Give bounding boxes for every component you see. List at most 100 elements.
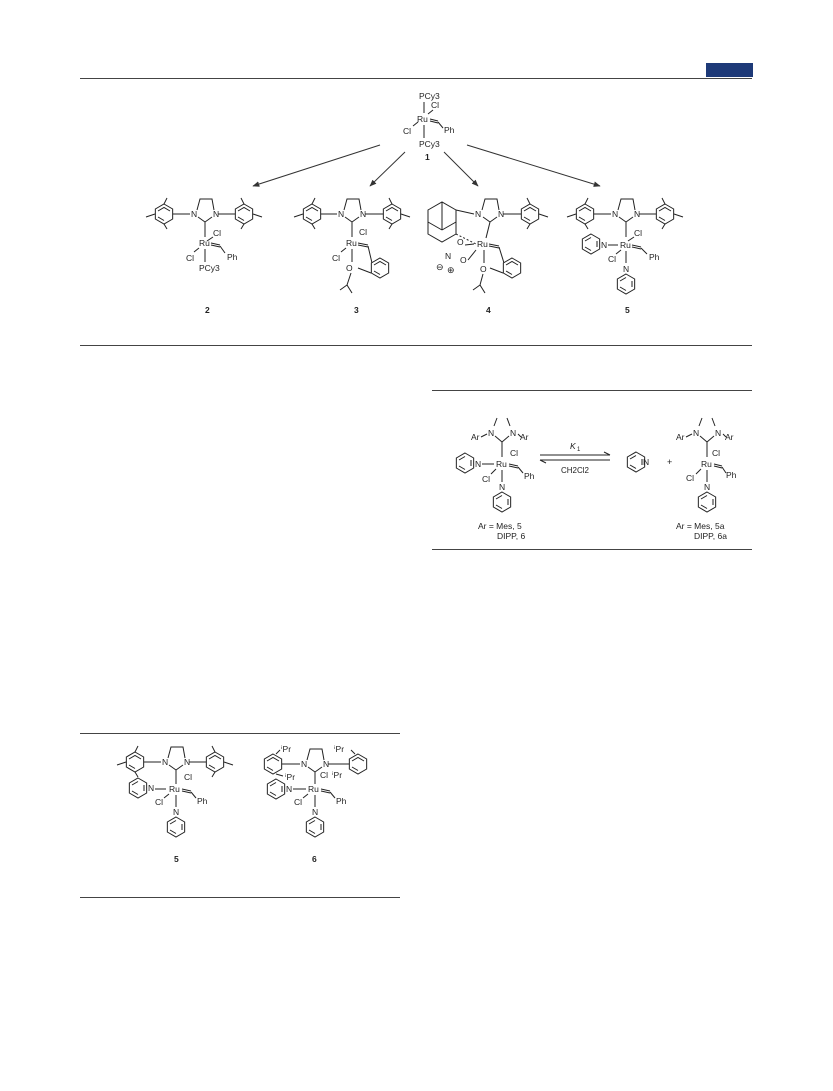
label-n2: N <box>634 209 640 219</box>
label-pcy3: PCy3 <box>199 263 220 273</box>
label-npy: N <box>286 784 292 794</box>
arrow-to-5 <box>466 144 601 187</box>
arrow-to-4 <box>443 151 479 187</box>
label-npy2: N <box>173 807 179 817</box>
label-n1: N <box>338 209 344 219</box>
label-no-n: N <box>445 251 451 261</box>
complex-6: ⁱPr ⁱPr N N ⁱPr Cl ⁱPr N Ru Cl Ph N 6 <box>263 744 368 864</box>
label-cl2: Cl <box>155 797 163 807</box>
complex-3: N N Cl Ru Cl O 3 <box>293 197 411 315</box>
label-npy: N <box>704 482 710 492</box>
label-npy2: N <box>623 264 629 274</box>
label-ipr3: ⁱPr <box>285 772 295 782</box>
label-n1: N <box>475 209 481 219</box>
label-n2: N <box>715 428 721 438</box>
metal-ru: Ru <box>477 239 488 249</box>
label-n1: N <box>301 759 307 769</box>
label-ar1: Ar <box>676 432 685 442</box>
label-plus: + <box>667 457 672 467</box>
label-cl1: Cl <box>712 448 720 458</box>
label-ar2: Ar <box>520 432 529 442</box>
label-cl2: Cl <box>186 253 194 263</box>
label-o: O <box>346 263 353 273</box>
arrow-to-3 <box>369 151 406 187</box>
complex-5-top: N N Cl N Ru Cl Ph N 5 <box>566 197 684 315</box>
label-cl1: Cl <box>634 228 642 238</box>
label-ph: Ph <box>336 796 347 806</box>
label-o3: O <box>480 264 487 274</box>
label-cl2: Cl <box>686 473 694 483</box>
label-pcy3-bottom: PCy3 <box>419 139 440 149</box>
label-n1: N <box>693 428 699 438</box>
label-plus: ⊕ <box>447 265 455 275</box>
label-n2: N <box>510 428 516 438</box>
compound-number-5: 5 <box>625 305 630 315</box>
label-n1: N <box>162 757 168 767</box>
metal-ru: Ru <box>169 784 180 794</box>
label-o1: O <box>457 237 464 247</box>
complex-5-bottom: N N Cl N Ru Cl Ph N 5 <box>116 745 234 864</box>
metal-ru: Ru <box>701 459 712 469</box>
label-ph: Ph <box>444 125 455 135</box>
label-npy: N <box>148 783 154 793</box>
figure-top-bottom-rule <box>80 345 752 346</box>
label-n2: N <box>323 759 329 769</box>
metal-ru: Ru <box>308 784 319 794</box>
label-cl1: Cl <box>510 448 518 458</box>
caption-left-1: Ar = Mes, 5 <box>478 521 522 531</box>
label-npy: N <box>601 240 607 250</box>
caption-left-2: DIPP, 6 <box>497 531 525 541</box>
header-rule <box>80 78 752 79</box>
complex-4: N N Ru O N O ⊖ ⊕ O 4 <box>427 197 549 315</box>
label-o2: O <box>460 255 467 265</box>
metal-ru: Ru <box>199 238 210 248</box>
figure-bottom-bottom-rule <box>80 897 400 898</box>
label-ph: Ph <box>726 470 737 480</box>
label-k-sub: 1 <box>577 447 581 453</box>
label-ipr2: ⁱPr <box>334 744 344 754</box>
label-cl2: Cl <box>482 474 490 484</box>
label-n1: N <box>488 428 494 438</box>
metal-ru: Ru <box>620 240 631 250</box>
label-n1: N <box>612 209 618 219</box>
label-pcy3-top: PCy3 <box>419 91 440 101</box>
label-n2: N <box>213 209 219 219</box>
label-cl2: Cl <box>608 254 616 264</box>
complex-1: PCy3 Cl Ru Cl Ph PCy3 1 <box>403 91 455 162</box>
scheme-bottom-rule <box>432 549 752 550</box>
metal-ru: Ru <box>346 238 357 248</box>
compound-number-5-bottom: 5 <box>174 854 179 864</box>
label-npy2: N <box>312 807 318 817</box>
label-minus: ⊖ <box>436 262 444 272</box>
label-npy2: N <box>499 482 505 492</box>
label-free-py-n: N <box>643 457 649 467</box>
caption-right-1: Ar = Mes, 5a <box>676 521 725 531</box>
label-cl1: Cl <box>213 228 221 238</box>
label-ipr4: ⁱPr <box>332 770 342 780</box>
equilibrium-scheme: Ar N N Ar Cl N Ru Cl Ph N K 1 CH2Cl2 N + <box>455 417 737 541</box>
metal-ru: Ru <box>496 459 507 469</box>
label-ph: Ph <box>197 796 208 806</box>
label-ph: Ph <box>524 471 535 481</box>
label-ar2: Ar <box>725 432 734 442</box>
compound-number-3: 3 <box>354 305 359 315</box>
label-solvent: CH2Cl2 <box>561 466 590 475</box>
compound-number-1: 1 <box>425 152 430 162</box>
label-ipr1: ⁱPr <box>281 744 291 754</box>
label-n2: N <box>184 757 190 767</box>
label-cl1: Cl <box>320 770 328 780</box>
label-ph: Ph <box>649 252 660 262</box>
label-cl1: Cl <box>184 772 192 782</box>
scheme-top-rule <box>432 390 752 391</box>
compound-number-2: 2 <box>205 305 210 315</box>
compound-number-6: 6 <box>312 854 317 864</box>
label-npy: N <box>475 459 481 469</box>
caption-right-2: DIPP, 6a <box>694 531 727 541</box>
label-ph: Ph <box>227 252 238 262</box>
label-cl-left: Cl <box>403 126 411 136</box>
label-ar1: Ar <box>471 432 480 442</box>
label-k: K <box>570 441 576 451</box>
label-cl1: Cl <box>359 227 367 237</box>
label-n2: N <box>498 209 504 219</box>
